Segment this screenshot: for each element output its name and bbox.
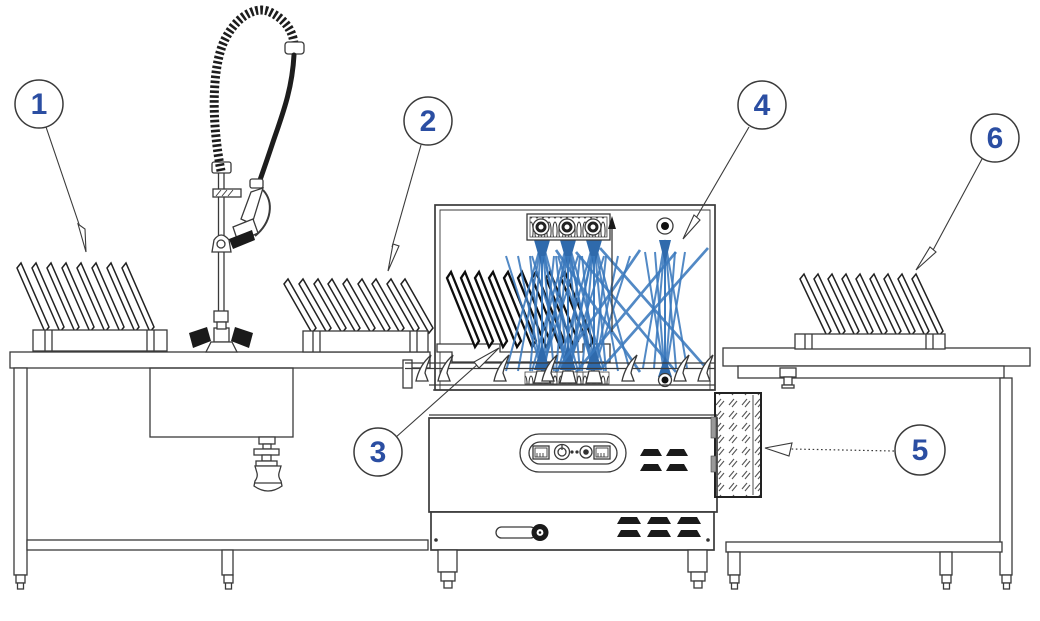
callout-number: 6: [987, 122, 1004, 155]
faucet-body: [213, 327, 230, 343]
hose-drop: [256, 52, 297, 186]
rinse-spray: [554, 239, 710, 379]
right-table-top: [722, 347, 1031, 367]
callout-3: 3: [353, 347, 500, 477]
left-table-mid-leg: [221, 549, 234, 576]
pipe-coupling: [213, 310, 229, 323]
callout-6: 6: [915, 113, 1020, 271]
direction-arrow: [608, 216, 616, 332]
display-right: [593, 445, 611, 460]
arrowhead: [682, 214, 701, 240]
faucet-handle-left: [189, 327, 211, 348]
soiled-dish-table: [9, 351, 431, 590]
rack-base: [794, 333, 946, 350]
sink: [149, 367, 294, 492]
left-table-top: [9, 351, 431, 369]
callout-bubble: [403, 96, 453, 146]
callout-bubble: [737, 80, 787, 130]
vent-slots-upper: [640, 449, 688, 471]
callout-number: 5: [912, 434, 929, 467]
screw: [706, 538, 710, 542]
callout-5: 5: [764, 424, 946, 476]
door-handle: [495, 524, 549, 541]
heat-recovery-panel: [710, 392, 762, 498]
bottom-nozzle: [585, 370, 603, 384]
left-table-rail: [26, 539, 429, 551]
screw: [434, 538, 438, 542]
indicator-light: [575, 450, 579, 454]
track-end-cap: [402, 359, 413, 389]
spray-gun: [229, 186, 271, 249]
wash-manifold-bottom: [524, 370, 610, 385]
faucet: [189, 321, 253, 353]
spray-gun-lever: [254, 189, 271, 237]
callout-bubble: [353, 427, 403, 477]
right-table-left-leg: [727, 551, 741, 576]
callout-bubble: [894, 424, 946, 476]
faucet-handle-right: [231, 327, 253, 348]
conveyor-track: [402, 354, 715, 389]
plinth-panel: [430, 511, 715, 551]
right-table-mid-leg: [939, 551, 953, 576]
callout-2: 2: [387, 96, 453, 272]
arrowhead: [915, 246, 937, 271]
display-left: [532, 445, 550, 460]
machine-leg: [687, 549, 708, 573]
wash-manifold-top: [526, 213, 611, 241]
rack-base: [302, 330, 429, 353]
left-table-left-leg: [13, 367, 28, 576]
control-panel: [519, 433, 627, 473]
hose-coupling-upper: [284, 41, 305, 55]
arrowhead: [77, 222, 87, 253]
right-table-apron: [737, 365, 1005, 379]
conveyor-pawls: [415, 354, 714, 382]
coiled-hose: [209, 5, 299, 172]
machine-body: [428, 389, 718, 589]
right-table-rail: [725, 541, 1003, 553]
vent-slots-lower: [617, 517, 701, 537]
machine-leg: [437, 549, 458, 573]
spray-gun-grip: [240, 186, 264, 225]
callout-number: 2: [420, 105, 437, 138]
callout-number: 3: [370, 436, 387, 469]
arrowhead: [387, 243, 400, 272]
dishwasher-machine: [402, 204, 762, 589]
support-bracket: [212, 188, 242, 198]
dish-rack-clean: [794, 272, 946, 350]
bottom-nozzle: [559, 370, 577, 384]
rack-base: [32, 329, 168, 352]
sink-basin: [149, 367, 294, 438]
arrowhead: [764, 442, 793, 457]
rack-spikes: [16, 261, 155, 334]
callout-number: 1: [31, 88, 48, 121]
indicator-light: [570, 450, 574, 454]
callout-bubble: [970, 113, 1020, 163]
front-panel: [428, 417, 718, 513]
dish-rack-1: [16, 261, 168, 352]
power-button: [579, 445, 593, 459]
pre-rinse-unit: [189, 5, 305, 353]
rack-spikes: [799, 272, 944, 338]
control-knob: [553, 443, 571, 461]
callout-bubble: [14, 79, 64, 129]
faucet-base: [204, 341, 239, 353]
rack-spikes: [283, 277, 434, 335]
riser-fitting: [211, 234, 232, 253]
sink-drain: [253, 436, 283, 492]
dish-rack-2: [283, 277, 434, 353]
callout-1: 1: [14, 79, 87, 253]
callout-4: 4: [682, 80, 787, 240]
callout-number: 4: [754, 89, 771, 122]
table-drain-fitting: [779, 367, 797, 378]
arrowhead: [473, 347, 500, 369]
clean-dish-table: [722, 347, 1031, 590]
